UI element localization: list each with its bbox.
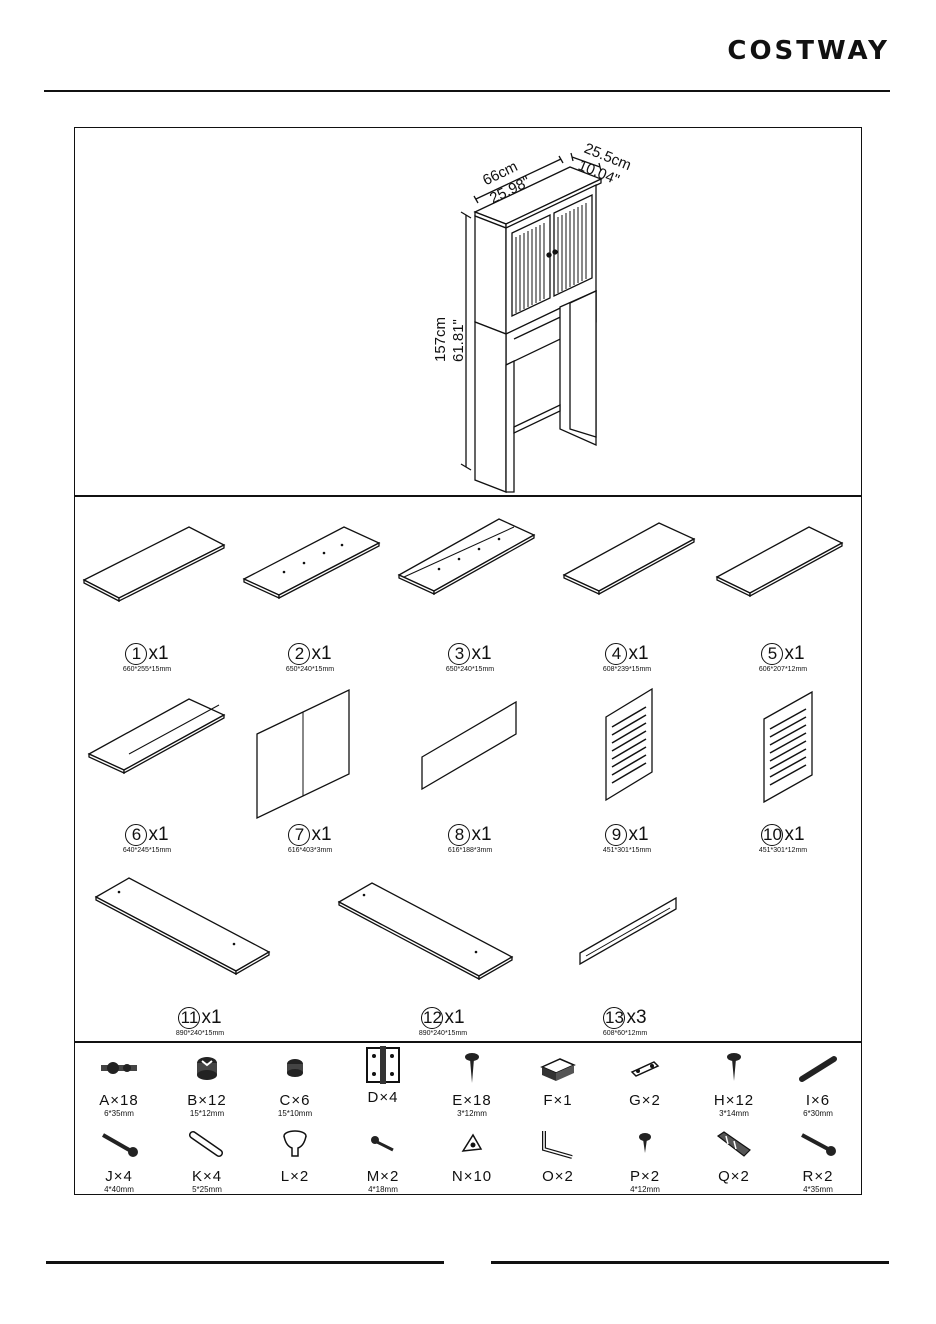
hardware-item: G×2 xyxy=(605,1048,685,1109)
footer-rule-left xyxy=(46,1261,444,1264)
short-screw-icon xyxy=(639,1133,651,1153)
hinge-icon xyxy=(366,1046,400,1084)
long-screw-icon xyxy=(102,1133,138,1157)
brand-logo: COSTWAY xyxy=(727,36,890,66)
section-divider xyxy=(74,495,862,497)
parts-frame xyxy=(74,127,862,1195)
screw-icon xyxy=(727,1053,741,1081)
knob-icon xyxy=(283,1130,307,1157)
small-cam-lock-icon xyxy=(287,1059,303,1077)
hardware-item: D×4 xyxy=(343,1045,423,1106)
metal-plate-icon xyxy=(630,1061,660,1077)
wood-dowel-icon xyxy=(189,1131,223,1157)
height-cm: 157cm xyxy=(432,316,449,362)
hardware-item: F×1 xyxy=(518,1048,598,1109)
l-bracket-icon xyxy=(542,1131,573,1159)
footer-rule-right xyxy=(491,1261,889,1264)
magnetic-catch-icon xyxy=(540,1058,576,1081)
hardware-item: O×2 xyxy=(518,1124,598,1185)
screw-icon xyxy=(465,1053,479,1083)
header-rule xyxy=(44,90,890,92)
wood-screw-icon xyxy=(801,1133,836,1156)
section-divider xyxy=(74,1041,862,1043)
bracket-icon xyxy=(461,1133,483,1152)
height-in: 61.81" xyxy=(450,319,467,362)
cam-lock-icon xyxy=(197,1057,217,1080)
panels-illustration xyxy=(82,518,844,981)
cabinet-illustration xyxy=(460,152,603,493)
hardware-item: Q×2 xyxy=(694,1124,774,1185)
dowel-icon xyxy=(799,1056,837,1082)
wall-anchor-icon xyxy=(716,1131,751,1157)
hardware-item: N×10 xyxy=(432,1124,512,1185)
hardware-item: L×2 xyxy=(255,1124,335,1185)
bolt-icon xyxy=(371,1136,394,1152)
cam-bolt-icon xyxy=(101,1062,137,1074)
